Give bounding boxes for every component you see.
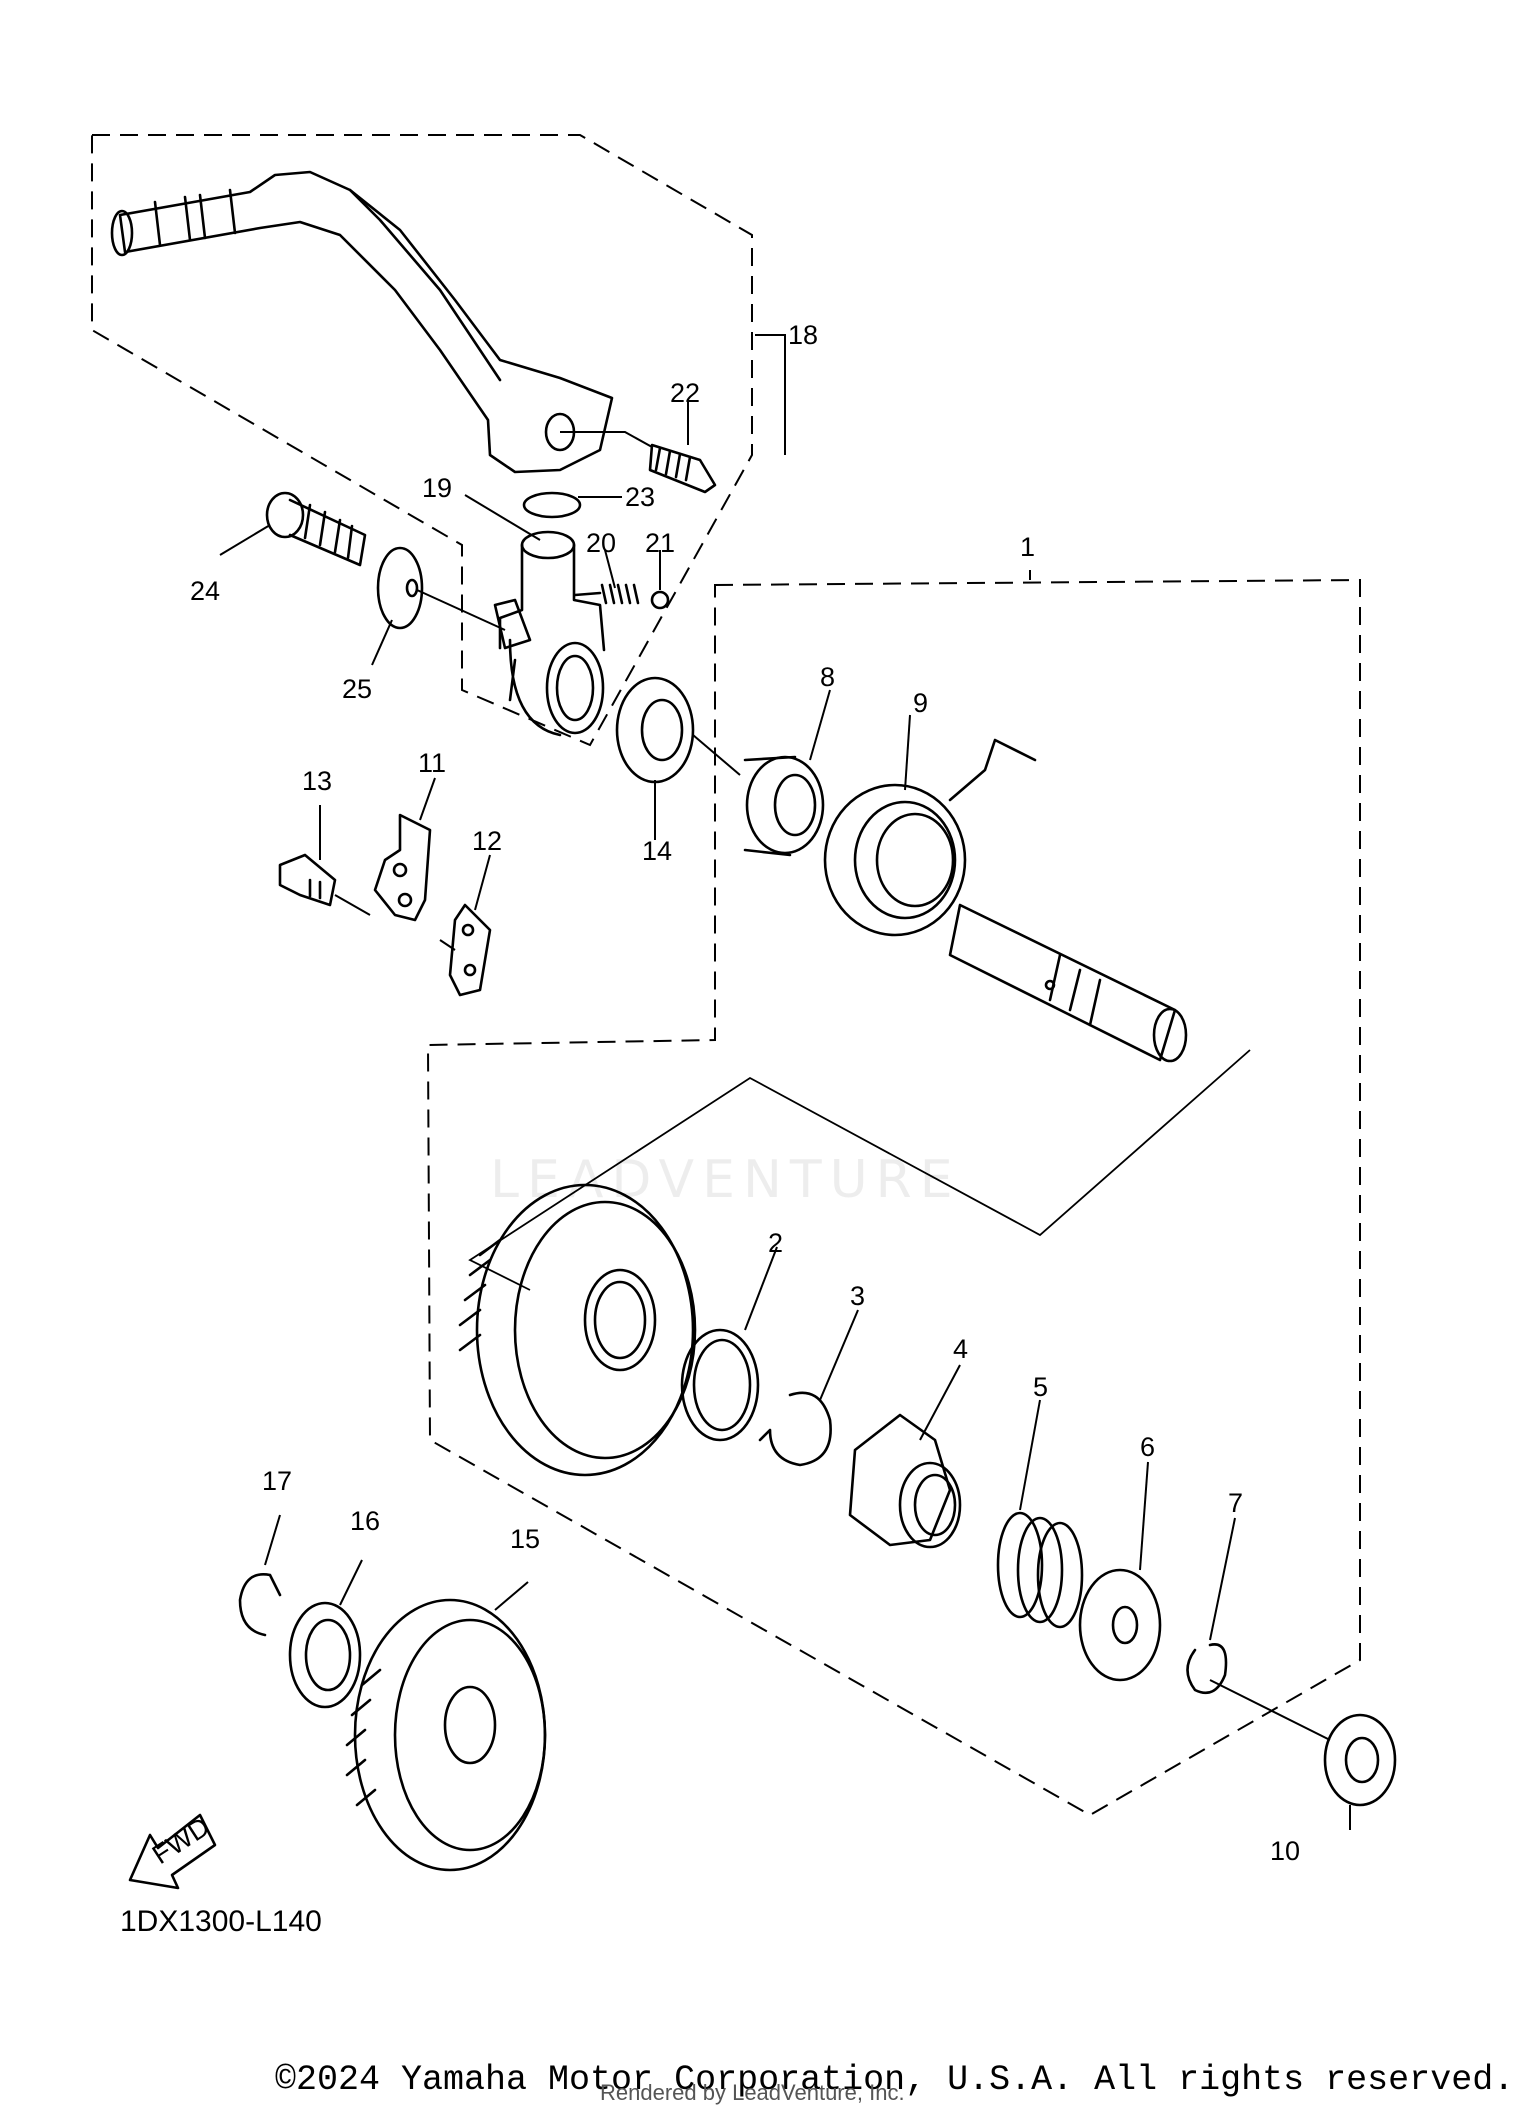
part-plate-bolt[interactable] <box>278 853 456 951</box>
part-bush[interactable] <box>743 755 825 857</box>
label-part-14: 14 <box>642 836 672 866</box>
part-washer-2-inner <box>692 1338 752 1432</box>
label-part-25: 25 <box>342 674 372 704</box>
label-part-1: 1 <box>1020 532 1035 562</box>
part-circlip-3[interactable] <box>758 1391 832 1467</box>
part-idle-gear[interactable] <box>345 1598 547 1872</box>
fwd-label: FWD <box>147 1811 215 1870</box>
label-part-3: 3 <box>850 1281 865 1311</box>
label-part-11: 11 <box>418 748 446 778</box>
part-kick-gear[interactable] <box>458 1183 697 1477</box>
part-washer-16-inner <box>304 1618 352 1692</box>
part-boss-bolt[interactable] <box>265 491 367 567</box>
label-part-8: 8 <box>820 662 835 692</box>
part-guide-plate[interactable] <box>448 903 492 997</box>
label-part-9: 9 <box>913 688 928 718</box>
part-ball[interactable] <box>650 590 670 610</box>
label-part-18: 18 <box>788 320 818 350</box>
group-outline-kick-crank <box>91 134 753 747</box>
part-stopper-plate[interactable] <box>373 813 432 922</box>
group-outline-kick-shaft <box>426 578 1361 1817</box>
part-spring-5[interactable] <box>996 1511 1084 1629</box>
part-circlip-17[interactable] <box>238 1573 282 1637</box>
label-part-12: 12 <box>472 826 502 856</box>
part-ratchet[interactable] <box>848 1413 962 1549</box>
part-oil-seal[interactable] <box>615 676 741 784</box>
part-washer-6[interactable] <box>1078 1568 1162 1682</box>
leader-lines <box>219 334 1351 1830</box>
label-part-20: 20 <box>586 528 616 558</box>
part-washer-10[interactable] <box>1209 1679 1397 1807</box>
label-part-16: 16 <box>350 1506 380 1536</box>
fwd-arrow-icon: FWD <box>128 1811 217 1890</box>
part-kick-boss[interactable] <box>493 530 606 737</box>
label-part-4: 4 <box>953 1334 968 1364</box>
part-spring-small[interactable] <box>573 583 640 605</box>
label-part-10: 10 <box>1270 1836 1300 1866</box>
watermark: LEADVENTURE <box>490 1150 961 1210</box>
part-kick-shaft[interactable] <box>948 903 1188 1063</box>
part-torsion-spring[interactable] <box>823 738 1037 937</box>
part-kick-crank-lever[interactable] <box>110 170 653 474</box>
label-part-5: 5 <box>1033 1372 1048 1402</box>
part-washer-2[interactable] <box>680 1328 760 1442</box>
part-labels: 1 2 3 4 5 6 7 8 9 10 11 12 13 14 15 16 1… <box>190 320 1300 1866</box>
rendered-by-notice: Rendered by LeadVenture, Inc. <box>600 2080 905 2105</box>
copyright-notice: ©2024 Yamaha Motor Corporation, U.S.A. A… <box>275 2060 1514 2100</box>
part-washer-6-inner <box>1111 1605 1139 1645</box>
part-washer-16[interactable] <box>288 1601 362 1709</box>
label-part-21: 21 <box>645 528 675 558</box>
label-part-19: 19 <box>422 473 452 503</box>
label-part-2: 2 <box>768 1228 783 1258</box>
label-part-7: 7 <box>1228 1488 1243 1518</box>
part-circlip-7[interactable] <box>1186 1643 1228 1695</box>
label-part-15: 15 <box>510 1524 540 1554</box>
label-part-23: 23 <box>625 482 655 512</box>
label-part-24: 24 <box>190 576 220 606</box>
part-o-ring[interactable] <box>522 491 582 519</box>
label-part-17: 17 <box>262 1466 292 1496</box>
diagram-code: 1DX1300-L140 <box>120 1905 322 1938</box>
part-crank-bolt[interactable] <box>648 443 717 494</box>
label-part-22: 22 <box>670 378 700 408</box>
label-part-13: 13 <box>302 766 332 796</box>
part-washer-25[interactable] <box>376 546 506 631</box>
shaft-axis-line <box>468 1049 1251 1291</box>
label-part-6: 6 <box>1140 1432 1155 1462</box>
